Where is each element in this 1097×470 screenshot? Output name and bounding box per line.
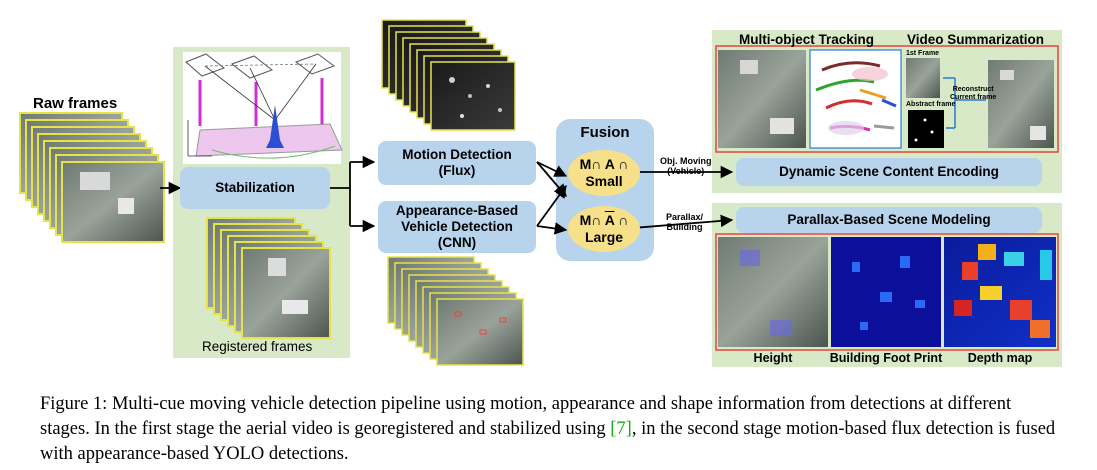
appearance-detection-line2: Vehicle Detection xyxy=(401,219,513,234)
top-right-red-frame xyxy=(715,45,1059,153)
camera-geometry-figure xyxy=(183,52,343,164)
depth-map-image xyxy=(944,237,1056,347)
bottom-right-red-frame xyxy=(715,233,1059,351)
stabilization-label: Stabilization xyxy=(215,180,295,195)
caption-text-2: , in the second stage motion-based flux … xyxy=(40,419,1056,464)
appearance-detection-box: Appearance-Based Vehicle Detection (CNN) xyxy=(378,201,536,253)
video-summarization-title: Video Summarization xyxy=(907,32,1045,47)
figure-caption: Figure 1: Multi-cue moving vehicle detec… xyxy=(40,392,1060,467)
parallax-scene-modeling-label: Parallax-Based Scene Modeling xyxy=(787,212,991,227)
first-frame-label: 1st Frame xyxy=(906,50,940,57)
footprint-label: Building Foot Print xyxy=(829,351,943,365)
stabilization-box: Stabilization xyxy=(180,167,330,209)
raw-frames-label: Raw frames xyxy=(33,95,118,112)
multi-object-tracking-title: Multi-object Tracking xyxy=(739,32,875,47)
height-image xyxy=(718,237,828,347)
footprint-image xyxy=(831,237,941,347)
fusion-title: Fusion xyxy=(580,124,630,141)
raw-frames-stack xyxy=(19,112,165,243)
fusion-large-line2: Large xyxy=(584,229,624,245)
obj-moving-label: Obj. Moving (Vehicle) xyxy=(660,156,712,176)
pipeline-diagram xyxy=(19,19,1062,367)
parallax-scene-modeling-box: Parallax-Based Scene Modeling xyxy=(736,207,1042,233)
citation-link[interactable]: [7] xyxy=(610,419,632,439)
fusion-large-oval: M∩ A ∩ Large xyxy=(568,206,640,252)
dynamic-scene-encoding-label: Dynamic Scene Content Encoding xyxy=(779,164,999,179)
motion-detection-line1: Motion Detection xyxy=(402,147,512,162)
fusion-large-line1: M∩ A ∩ xyxy=(579,212,629,228)
motion-detection-line2: (Flux) xyxy=(438,163,476,178)
depth-map-label: Depth map xyxy=(967,351,1033,365)
parallax-building-label: Parallax/ Building xyxy=(666,212,704,232)
motion-detection-box: Motion Detection (Flux) xyxy=(378,141,536,185)
connector-lines xyxy=(160,155,734,235)
fusion-small-line1: M∩ A ∩ xyxy=(579,156,629,172)
appearance-frames-stack xyxy=(387,256,524,366)
video-summarization-figure xyxy=(906,58,1054,148)
caption-text-1: Figure 1: Multi-cue moving vehicle detec… xyxy=(40,394,1012,439)
appearance-detection-line1: Appearance-Based xyxy=(395,203,519,218)
fusion-small-line2: Small xyxy=(585,173,623,189)
abstract-frame-label: Abstract frame xyxy=(906,101,956,108)
appearance-detection-line3: (CNN) xyxy=(437,235,477,250)
fusion-small-oval: M∩ A ∩ Small xyxy=(568,150,640,196)
tracking-trajectories-figure xyxy=(809,49,902,149)
flux-frames-stack xyxy=(381,19,516,131)
dynamic-scene-encoding-box: Dynamic Scene Content Encoding xyxy=(736,158,1042,186)
height-label: Height xyxy=(753,351,793,365)
reconstruct-label: Reconstruct Current frame xyxy=(950,86,997,101)
registered-frames-stack xyxy=(206,217,331,339)
registered-frames-label: Registered frames xyxy=(202,339,313,354)
